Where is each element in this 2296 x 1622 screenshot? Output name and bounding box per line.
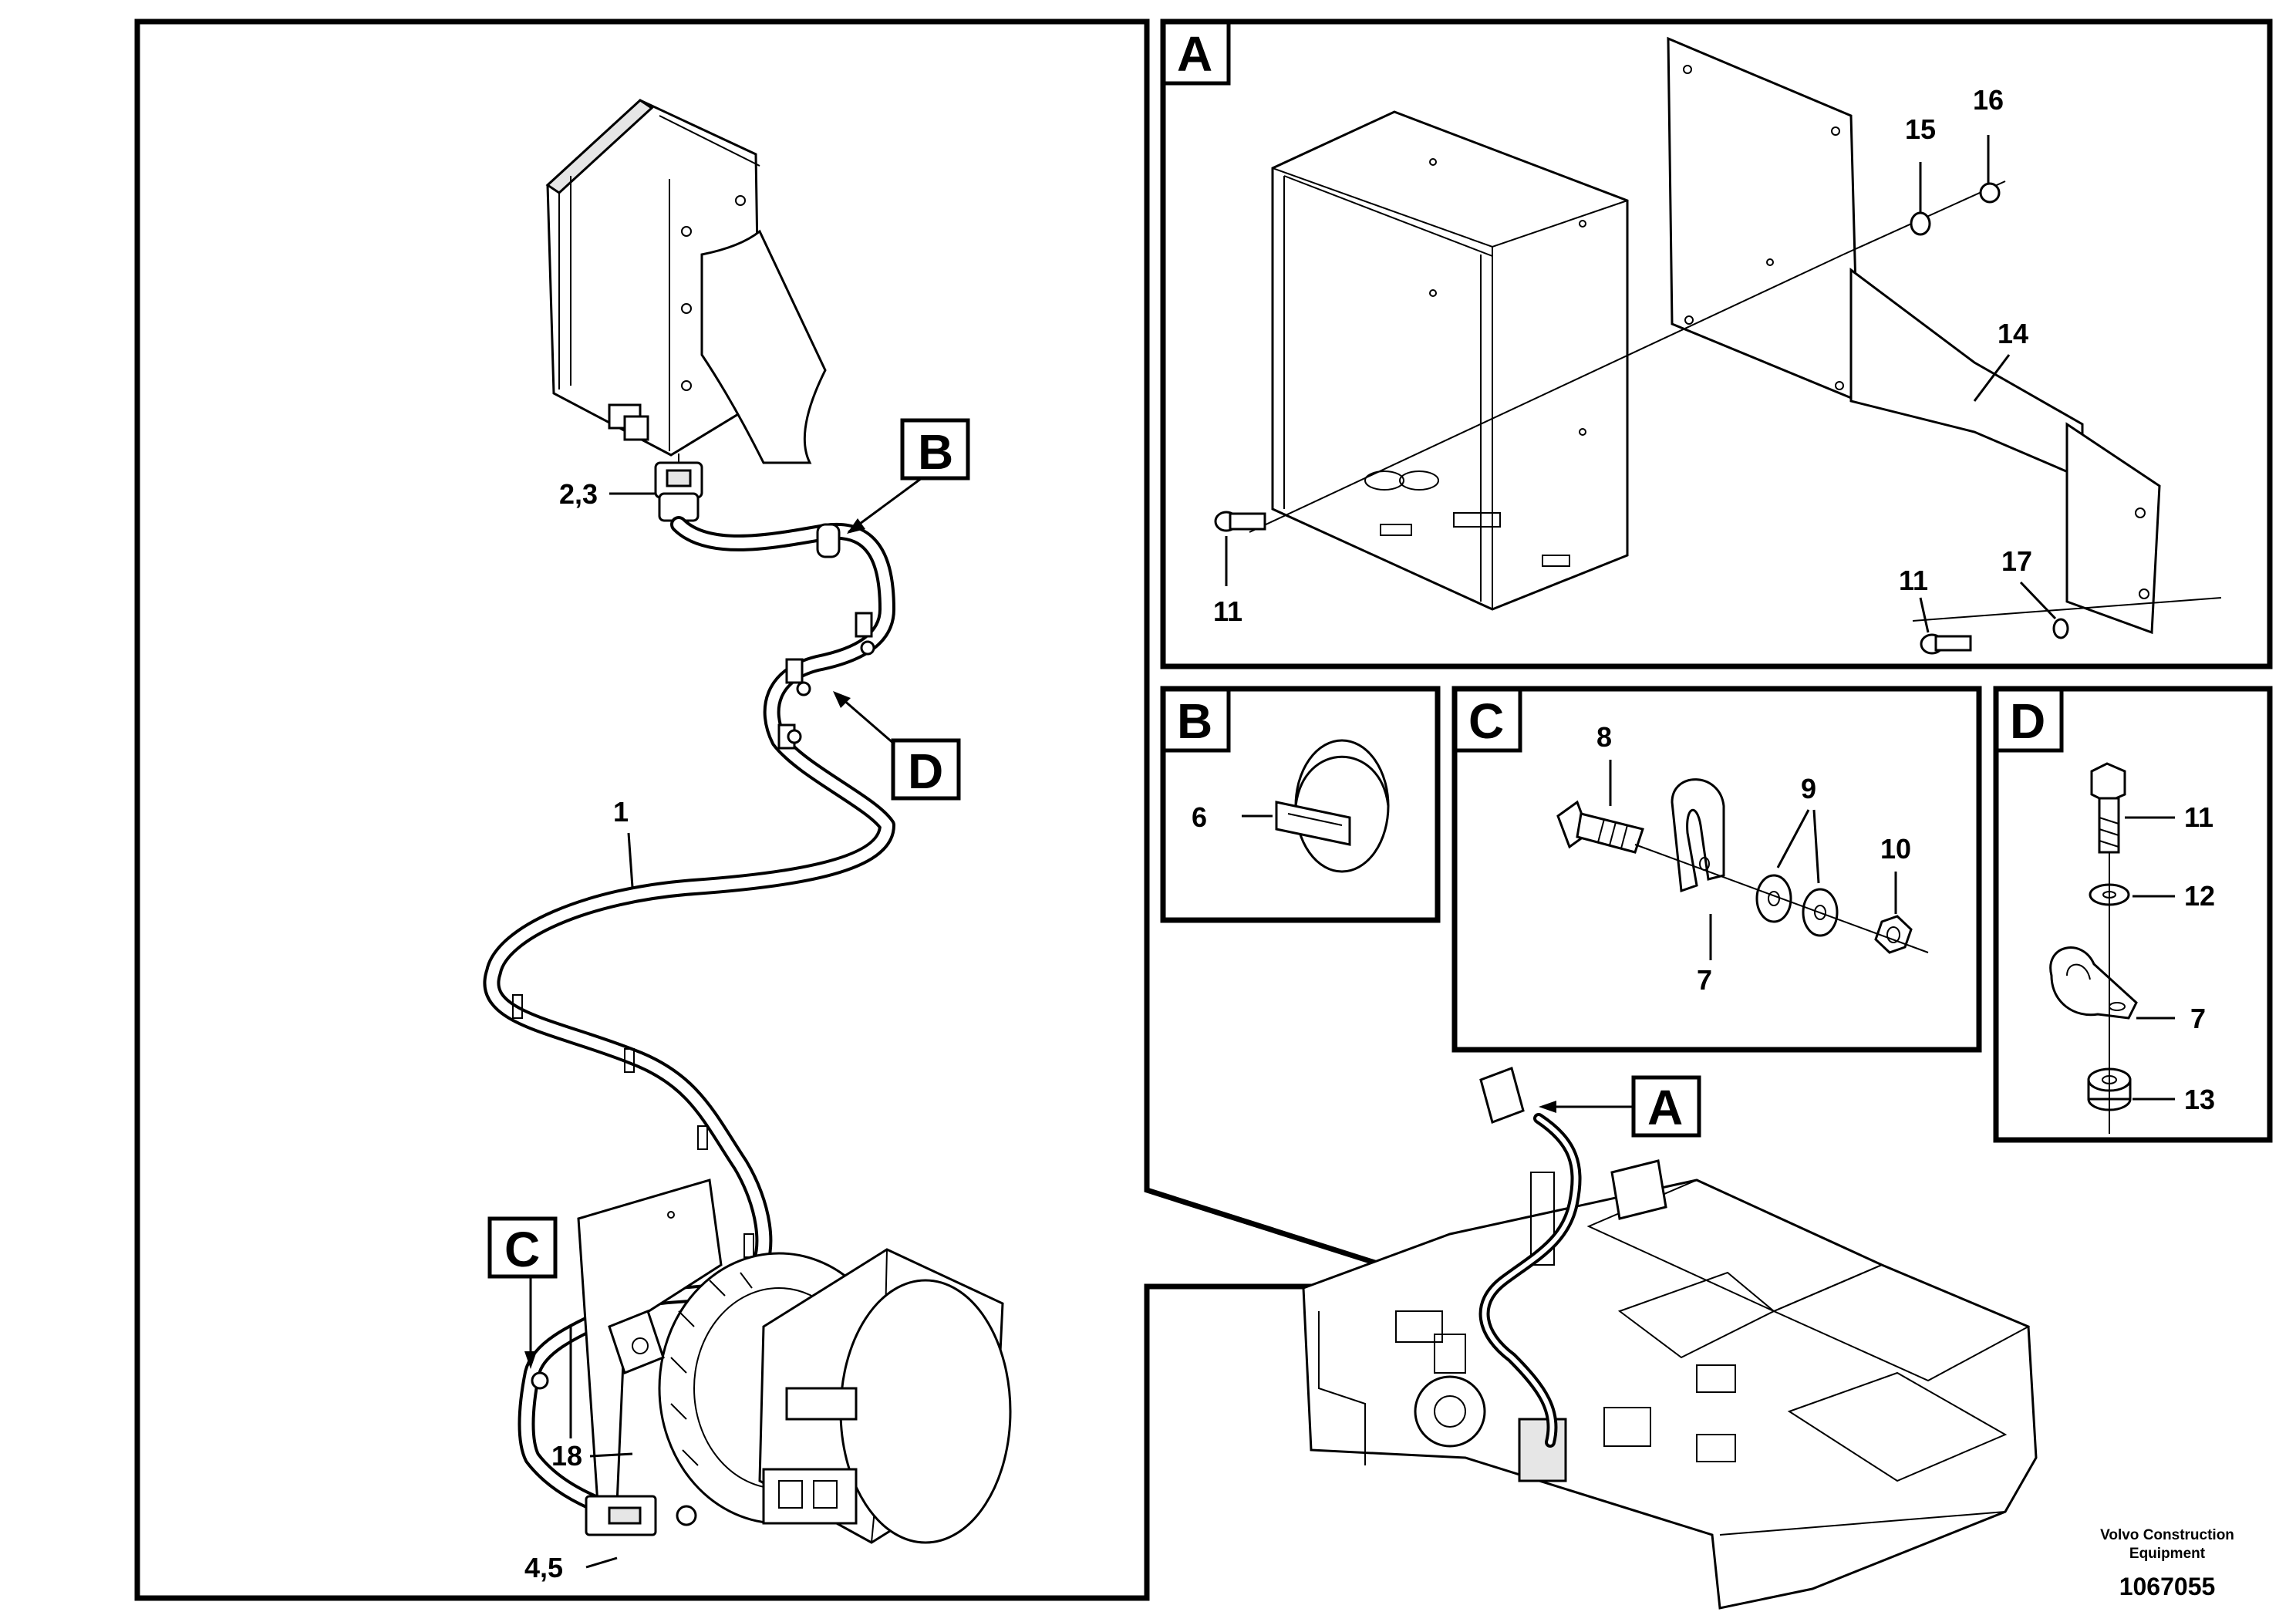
bolt-8-drawing — [1556, 800, 1644, 854]
washer-17 — [2052, 618, 2069, 639]
view-b-tag-box — [1161, 686, 1231, 753]
view-c-tag-box — [1452, 686, 1522, 753]
label-d-11: 11 — [2184, 801, 2213, 833]
view-a-frame — [1160, 19, 2273, 669]
view-a-tag: A — [1177, 26, 1212, 82]
label-c-8: 8 — [1596, 721, 1612, 753]
alternator-vents — [670, 1272, 753, 1466]
view-c-frame — [1451, 686, 1982, 1053]
view-b-frame — [1160, 686, 1441, 923]
control-box-drawing — [545, 99, 827, 464]
overview-callout-a-letter: A — [1647, 1080, 1683, 1135]
connector-2-3-drawing — [654, 454, 703, 522]
label-part-2-3: 2,3 — [559, 478, 598, 510]
label-c-9: 9 — [1801, 773, 1816, 804]
label-part-18: 18 — [551, 1440, 582, 1472]
label-d-12: 12 — [2184, 880, 2215, 912]
washer-9a — [1755, 874, 1792, 923]
paver-machine-overview — [1302, 1067, 2038, 1610]
bolt-11-left — [1214, 511, 1266, 532]
alternator-assembly-drawing — [577, 1179, 1012, 1544]
view-c-tag: C — [1468, 693, 1504, 749]
nut-16 — [1979, 182, 2001, 204]
callout-c-box — [487, 1216, 558, 1279]
footer-company-line2: Equipment — [2129, 1546, 2206, 1562]
label-a-11-right: 11 — [1899, 565, 1928, 596]
footer-company-line1: Volvo Construction — [2100, 1527, 2234, 1543]
view-d-frame — [1993, 686, 2273, 1143]
callout-d-letter: D — [908, 744, 943, 799]
label-c-10: 10 — [1880, 833, 1911, 865]
label-a-14: 14 — [1998, 318, 2028, 349]
clamp-7-d-drawing — [2049, 946, 2138, 1020]
bolt-11-right — [1920, 633, 1972, 655]
label-d-13: 13 — [2184, 1084, 2215, 1115]
callout-b-letter: B — [918, 424, 953, 480]
label-b-6: 6 — [1192, 801, 1207, 833]
label-d-7: 7 — [2190, 1003, 2206, 1034]
bolt-11-d-drawing — [2090, 762, 2126, 854]
label-part-4-5: 4,5 — [524, 1552, 563, 1583]
label-a-11-left: 11 — [1213, 595, 1242, 627]
main-view-frame — [134, 19, 1451, 1601]
label-c-7: 7 — [1697, 964, 1712, 996]
view-b-tag: B — [1177, 693, 1212, 749]
label-part-1: 1 — [613, 796, 629, 828]
mounting-plate-drawing — [1667, 36, 1860, 403]
callout-c-letter: C — [504, 1222, 540, 1277]
callout-d-box — [891, 738, 961, 801]
view-d-tag: D — [2010, 693, 2045, 749]
enclosure-box-drawing — [1271, 110, 1629, 611]
bracket-14-drawing — [1849, 268, 2161, 635]
cable-tie-6-drawing — [1275, 739, 1390, 873]
view-a-tag-box — [1161, 19, 1231, 86]
label-a-15: 15 — [1905, 113, 1936, 145]
document-number: 1067055 — [2119, 1573, 2216, 1600]
view-d-tag-box — [1994, 686, 2064, 753]
label-a-17: 17 — [2001, 545, 2032, 577]
callout-b-box — [900, 418, 970, 481]
label-a-16: 16 — [1973, 84, 2004, 116]
washer-15 — [1910, 211, 1931, 236]
